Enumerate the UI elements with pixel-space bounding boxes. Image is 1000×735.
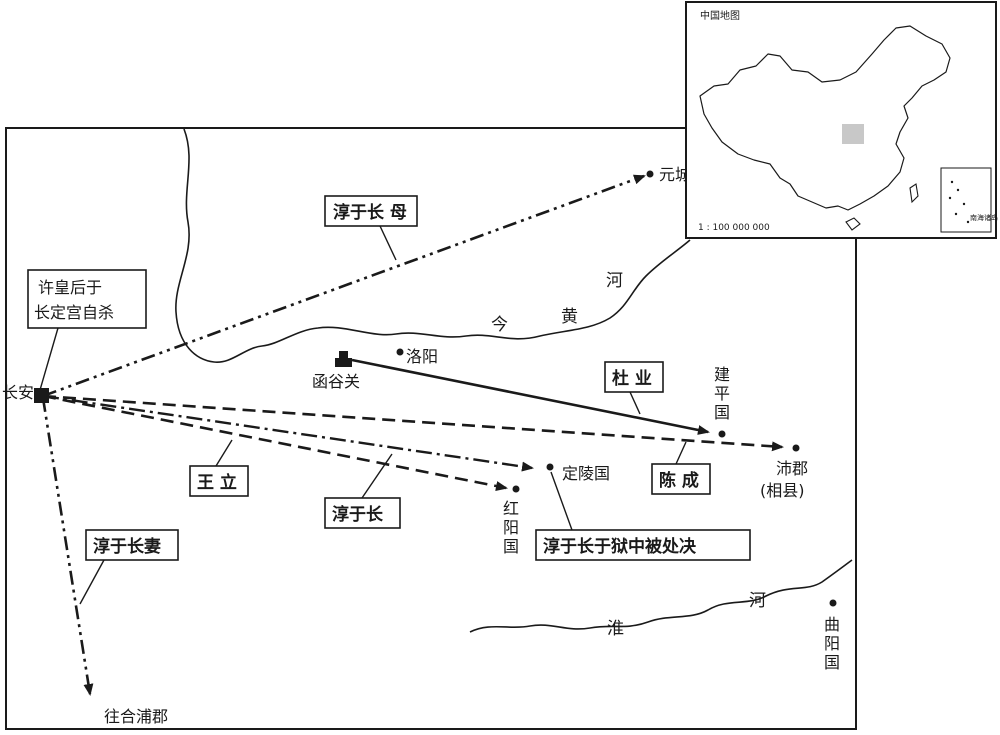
jianping-label-1: 建: [714, 365, 730, 384]
route-to-hepu: [41, 397, 94, 696]
yuancheng-dot: [646, 170, 654, 178]
hongyang-dot: [512, 485, 520, 493]
yuancheng-label: 元城: [659, 165, 691, 184]
chunyu-mother-callout: 淳于长 母: [324, 195, 418, 261]
south-sea-inset: [940, 167, 992, 233]
empress-callout-line-1: 许皇后于: [38, 278, 102, 297]
hepu-label: 往合浦郡: [104, 707, 168, 726]
quyang-label-1: 曲: [824, 615, 840, 634]
chunyu-chang-text: 淳于长: [332, 504, 384, 525]
china-outline: [699, 25, 951, 211]
huanghe-char-1: 今: [491, 315, 510, 335]
luoyang-label: 洛阳: [406, 347, 438, 366]
taiwan-island: [909, 183, 919, 204]
quyang-dot: [829, 599, 837, 607]
quyang-label-3: 国: [824, 653, 840, 672]
huanghe-char-2: 黄: [561, 307, 580, 327]
chen-cheng-callout: 陈 成: [651, 441, 711, 495]
hainan-island: [845, 217, 861, 231]
dingling-dot: [546, 463, 554, 471]
du-ye-text: 杜 业: [612, 368, 652, 389]
hongyang-label-3: 国: [503, 537, 519, 556]
hongyang-label-2: 阳: [503, 518, 519, 537]
chunyu-mother-text: 淳于长 母: [333, 202, 407, 223]
du-ye-callout: 杜 业: [604, 361, 664, 415]
wang-li-callout: 王 立: [189, 439, 249, 497]
chunyu-executed-callout: 淳于长于狱中被处决: [535, 471, 751, 561]
hanguguan-pass-icon: [335, 351, 352, 367]
chunyu-wife-callout: 淳于长妻: [79, 529, 179, 605]
map-area-highlight: [842, 124, 864, 144]
dingling-label: 定陵国: [562, 464, 610, 483]
huai-river: [469, 559, 853, 633]
south-sea-label: 南海诸岛: [970, 213, 998, 222]
xiangxian-label: (相县): [760, 481, 805, 500]
huaihe-char-2: 河: [749, 591, 768, 611]
hongyang-label-1: 红: [503, 499, 519, 518]
china-inset-map: 中国地图 南海诸岛 1 : 100 000 000: [685, 1, 998, 239]
huanghe-char-3: 河: [606, 271, 625, 291]
route-duye-to-jianping: [351, 358, 710, 435]
yellow-river: [175, 128, 691, 363]
hanguguan-label: 函谷关: [312, 372, 360, 391]
empress-xu-callout: 许皇后于 长定宫自杀: [27, 269, 147, 391]
empress-callout-line-2: 长定宫自杀: [34, 303, 114, 322]
changan-label-1: 长安: [2, 383, 34, 402]
inset-title: 中国地图: [700, 9, 740, 22]
jianping-label-3: 国: [714, 403, 730, 422]
route-to-dingling: [42, 394, 534, 472]
inset-scale: 1 : 100 000 000: [698, 223, 770, 233]
jianping-dot: [718, 430, 726, 438]
wang-li-text: 王 立: [197, 472, 237, 493]
chen-cheng-text: 陈 成: [659, 470, 699, 491]
changan-capital-icon: [34, 388, 49, 403]
chunyu-wife-text: 淳于长妻: [93, 536, 161, 557]
huaihe-char-1: 淮: [607, 619, 626, 639]
route-to-yuancheng: [42, 174, 646, 398]
luoyang-dot: [396, 348, 404, 356]
route-to-peijun: [42, 394, 784, 452]
quyang-label-2: 阳: [824, 634, 840, 653]
chunyu-executed-text: 淳于长于狱中被处决: [543, 536, 697, 557]
chunyu-chang-callout: 淳于长: [324, 453, 401, 529]
jianping-label-2: 平: [714, 384, 730, 403]
peijun-dot: [792, 444, 800, 452]
peijun-label: 沛郡: [776, 459, 808, 478]
